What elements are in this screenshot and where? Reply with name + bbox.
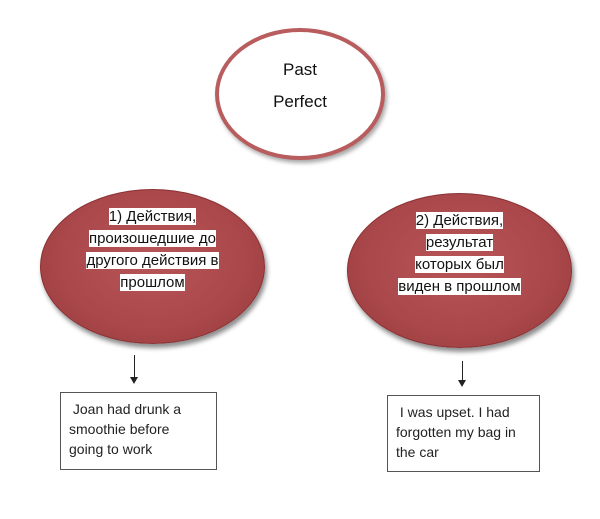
title-line-2: Perfect: [273, 92, 327, 111]
right-arrow-shaft: [462, 361, 463, 381]
right-category-text: 2) Действия, результат которых был виден…: [359, 210, 560, 298]
left-example-box: Joan had drunk a smoothie before going t…: [60, 392, 217, 470]
right-example-box: I was upset. I had forgotten my bag in t…: [387, 395, 540, 472]
right-example-line-1: I was upset. I had: [396, 404, 510, 420]
right-example-line-3: the car: [396, 444, 439, 460]
left-example-line-3: going to work: [69, 441, 153, 457]
left-example-line-1: Joan had drunk a: [69, 401, 182, 417]
title-line-1: Past: [282, 60, 318, 79]
right-category-line-2: результат: [425, 234, 494, 251]
right-category-line-3: которых был: [415, 256, 504, 273]
left-category-line-2: произошедшие до: [88, 230, 217, 247]
title-node: [215, 28, 385, 160]
left-category-line-4: прошлом: [120, 274, 185, 291]
right-category-line-4: виден в прошлом: [398, 278, 521, 295]
left-arrow-head: [130, 377, 138, 384]
left-category-line-3: другого действия в: [86, 252, 219, 269]
right-arrow-head: [458, 380, 466, 387]
left-arrow-shaft: [134, 355, 135, 378]
right-example-line-2: forgotten my bag in: [396, 424, 516, 440]
right-category-line-1: 2) Действия,: [415, 212, 504, 229]
left-category-text: 1) Действия, произошедшие до другого дей…: [52, 206, 253, 294]
left-category-line-1: 1) Действия,: [108, 208, 197, 225]
left-example-line-2: smoothie before: [69, 421, 170, 437]
